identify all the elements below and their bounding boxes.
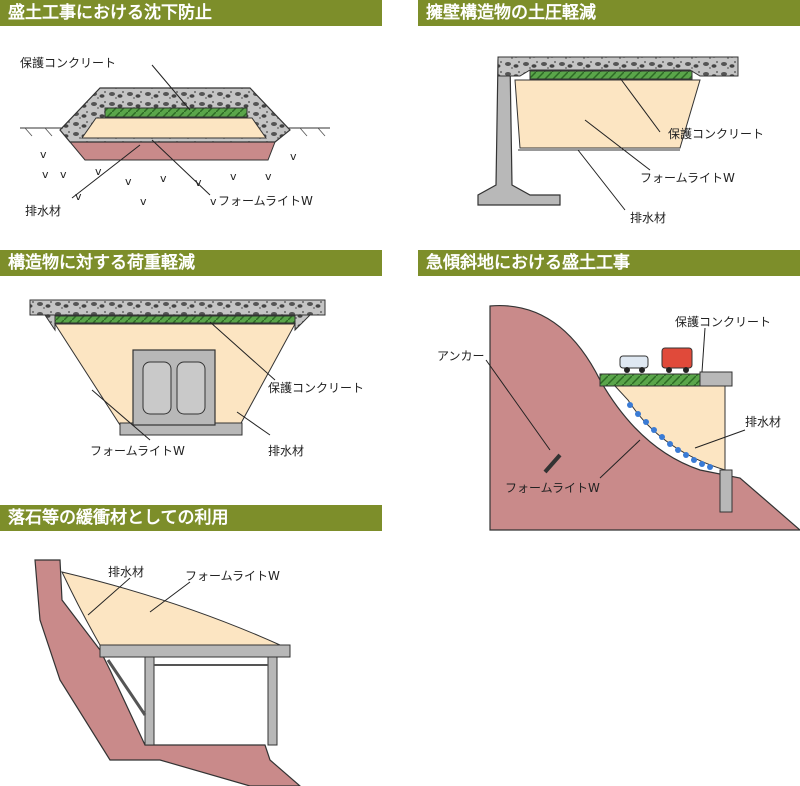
panel-rockfall: 排水材 フォームライトW: [34, 559, 301, 786]
leader-drain-2: [577, 149, 626, 211]
protect-concrete-strip-2: [529, 70, 693, 80]
panel-structure-load: 保護コンクリート フォームライトW 排水材: [29, 299, 364, 458]
leader-foam-3: [91, 389, 151, 441]
shed-deck: [99, 644, 291, 658]
panel-retaining-wall: 保護コンクリート フォームライトW 排水材: [477, 56, 764, 225]
panel-title-steep-slope: 急傾斜地における盛土工事: [418, 250, 800, 276]
svg-text:v: v: [290, 150, 297, 163]
shed-column-left: [144, 656, 155, 746]
label-foam-4: フォームライトW: [505, 481, 600, 495]
svg-text:v: v: [125, 175, 132, 188]
foam-block: [81, 117, 267, 139]
leader-foam-2: [584, 119, 651, 171]
label-protect-2: 保護コンクリート: [668, 126, 764, 141]
leader-protect-3: [209, 321, 276, 381]
slab-gravel-3: [29, 299, 326, 316]
panel-title-structure-load: 構造物に対する荷重軽減: [0, 250, 382, 276]
label-foam-3: フォームライトW: [90, 444, 185, 458]
culvert-cell-left: [142, 361, 172, 415]
shed-column-right: [267, 656, 278, 746]
culvert-cell-right: [176, 361, 206, 415]
svg-text:v: v: [265, 170, 272, 183]
road-curb: [699, 371, 733, 387]
label-drain-3: 排水材: [268, 444, 304, 458]
leader-anchor: [485, 359, 551, 451]
label-protect-1: 保護コンクリート: [20, 55, 116, 70]
svg-text:v: v: [42, 168, 49, 181]
svg-text:v: v: [160, 172, 167, 185]
label-anchor: アンカー: [437, 349, 485, 363]
label-foam-5: フォームライトW: [185, 569, 280, 583]
label-drain-2: 排水材: [630, 211, 666, 225]
soil-base: [68, 141, 276, 161]
leader-drain-4: [694, 429, 746, 449]
label-protect-3: 保護コンクリート: [268, 380, 364, 395]
leader-protect-4: [701, 327, 706, 373]
leader-drain-3: [236, 411, 271, 436]
leader-protect-2: [619, 77, 661, 133]
protect-concrete-strip: [104, 107, 248, 118]
brace-left: [106, 659, 147, 716]
panel-title-rockfall: 落石等の緩衝材としての利用: [0, 505, 382, 531]
car-left: [619, 355, 649, 373]
leader-foam-4: [599, 439, 641, 479]
cliff-rock: [34, 559, 301, 786]
ground-hatch: [24, 127, 326, 137]
retaining-wall: [477, 59, 561, 206]
leader-foam-1: [151, 139, 211, 196]
svg-text:v: v: [40, 148, 47, 161]
leader-drain-5: [87, 577, 131, 616]
protect-concrete-strip-3: [54, 315, 296, 324]
label-foam-1: フォームライトW: [218, 194, 313, 208]
svg-text:v: v: [230, 170, 237, 183]
pile: [719, 469, 733, 513]
anchor-rod: [543, 453, 562, 474]
leader-drain-1: [71, 144, 141, 199]
panel-title-retaining-wall: 擁壁構造物の土圧軽減: [418, 0, 800, 26]
label-drain-5: 排水材: [108, 565, 144, 579]
label-drain-4: 排水材: [745, 415, 781, 429]
foam-block-2: [514, 79, 701, 149]
panel-steep-slope: 保護コンクリート アンカー 排水材 フォームライトW: [437, 304, 800, 531]
svg-text:v: v: [95, 165, 102, 178]
svg-text:v: v: [75, 190, 82, 203]
car-right: [661, 347, 693, 373]
leader-protect-1: [151, 64, 191, 111]
panel-title-embankment: 盛土工事における沈下防止: [0, 0, 382, 26]
drain-beads: [627, 402, 713, 470]
svg-text:v: v: [210, 195, 217, 208]
svg-text:v: v: [140, 195, 147, 208]
label-drain-1: 排水材: [25, 204, 61, 218]
label-foam-2: フォームライトW: [640, 171, 735, 185]
label-protect-4: 保護コンクリート: [675, 314, 771, 329]
leader-foam-5: [149, 581, 191, 613]
slab-gravel: [497, 56, 739, 77]
svg-text:v: v: [60, 168, 67, 181]
svg-text:v: v: [195, 176, 202, 189]
